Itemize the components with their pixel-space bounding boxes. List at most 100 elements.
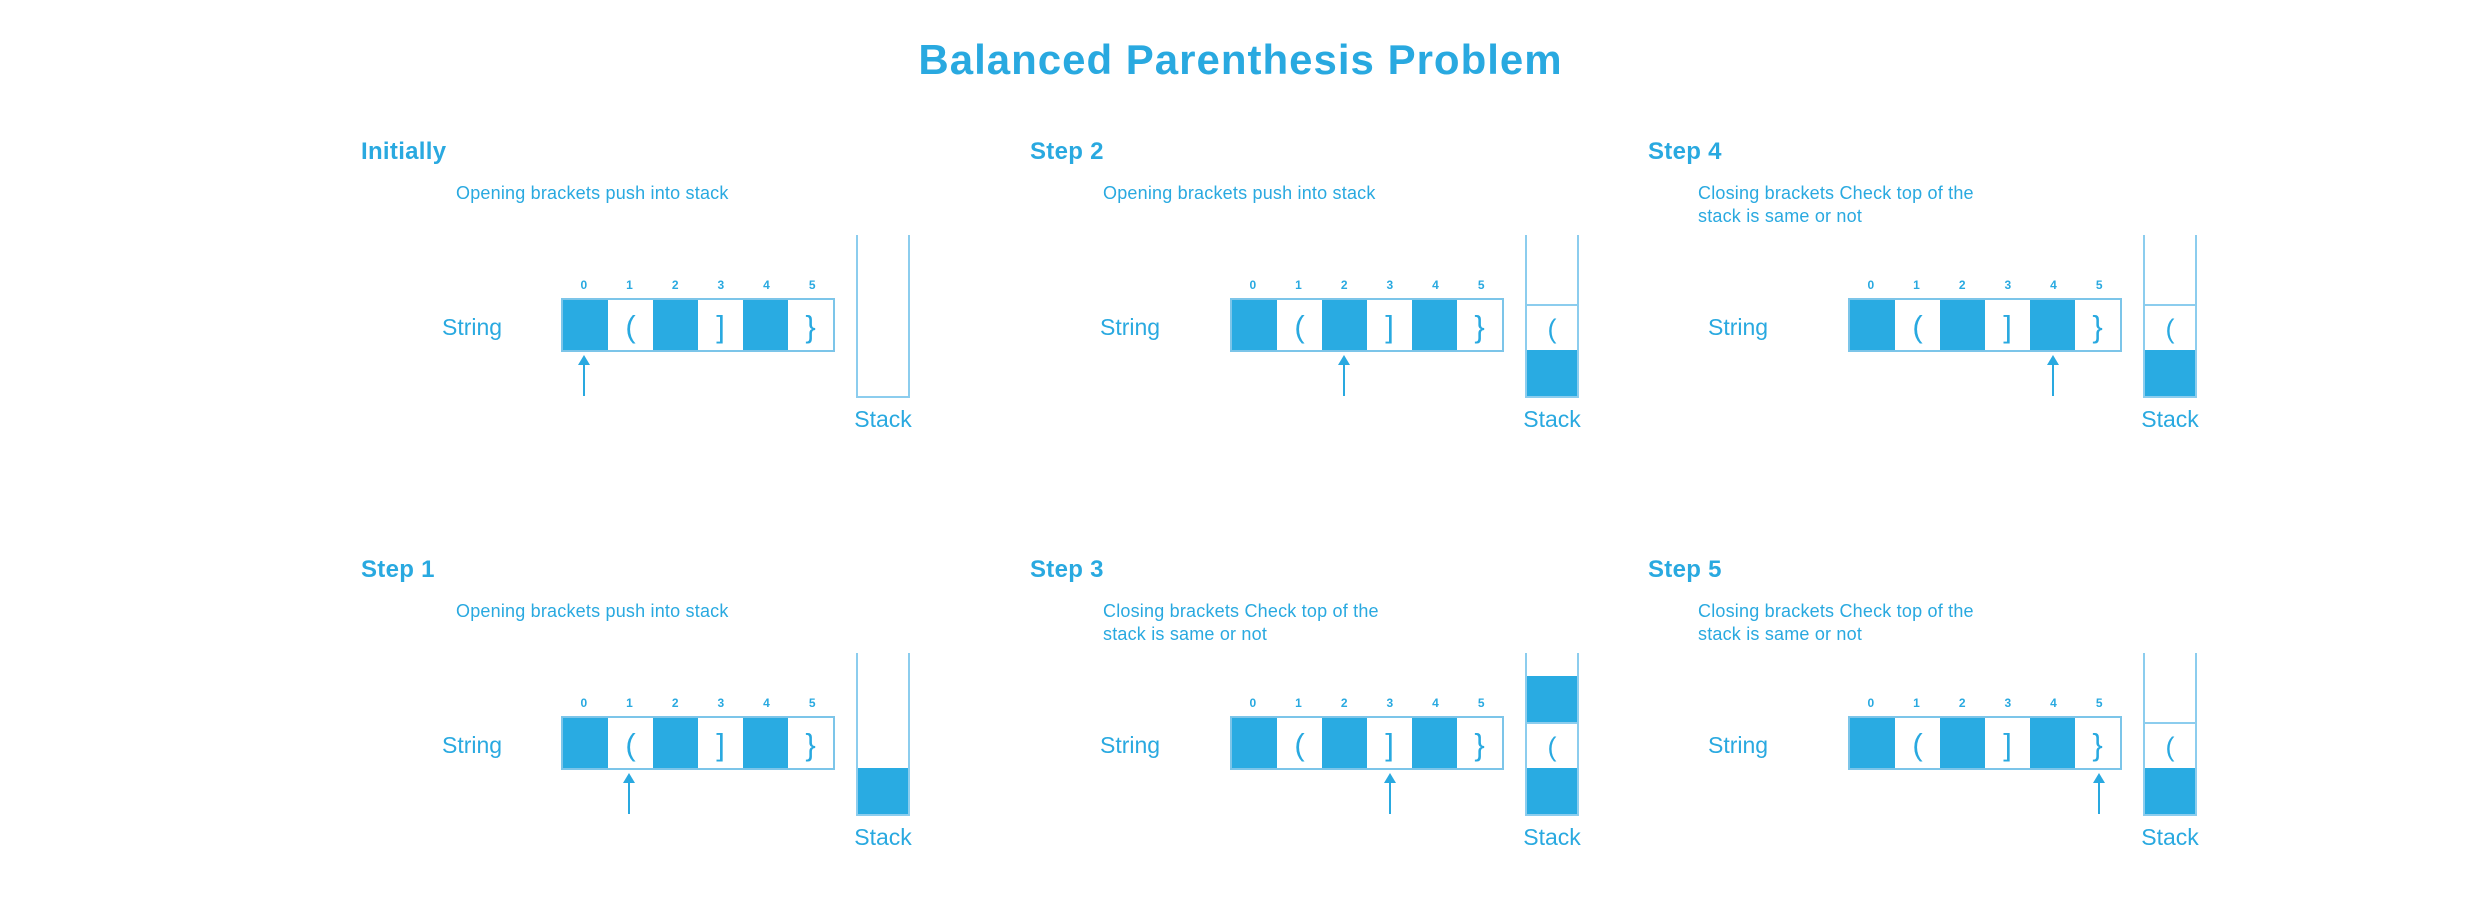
panel-heading: Step 4 <box>1648 138 1722 165</box>
string-cell: ] <box>1385 308 1394 344</box>
index-label: 5 <box>808 696 816 710</box>
pointer-arrow <box>2047 355 2059 396</box>
index-label: 2 <box>1340 278 1348 292</box>
stack-item: ( <box>1527 722 1577 768</box>
panel-step-2: Step 2 Opening brackets push into stack … <box>1030 138 1690 483</box>
stack-item-hidden <box>1527 676 1577 722</box>
index-label: 5 <box>2095 278 2103 292</box>
panel-heading: Step 2 <box>1030 138 1104 165</box>
string-label: String <box>1100 732 1161 758</box>
pointer-arrow <box>2093 773 2105 814</box>
string-cell: ( <box>625 726 636 762</box>
index-label: 4 <box>2050 278 2057 292</box>
string-cell: } <box>2092 308 2103 344</box>
index-label: 4 <box>1432 696 1439 710</box>
panel-step-4: Step 4 Closing brackets Check top of the… <box>1648 138 2308 483</box>
diagram-title: Balanced Parenthesis Problem <box>918 36 1563 83</box>
string-array-indices: 0 1 2 3 4 5 <box>1230 696 1504 710</box>
string-cell: } <box>1474 308 1485 344</box>
string-cell: ] <box>716 726 725 762</box>
stack-label: Stack <box>2141 406 2199 432</box>
string-cell-filled <box>1412 300 1457 350</box>
index-label: 5 <box>808 278 816 292</box>
panel-step-5: Step 5 Closing brackets Check top of the… <box>1648 556 2308 901</box>
panel-caption: Closing brackets Check top of the stack … <box>1698 183 1974 226</box>
pointer-arrow <box>1384 773 1396 814</box>
index-label: 1 <box>1295 278 1302 292</box>
stack-item-hidden <box>2145 768 2195 814</box>
string-cell-filled <box>1232 300 1277 350</box>
panel-caption: Opening brackets push into stack <box>456 183 729 203</box>
index-label: 4 <box>2050 696 2057 710</box>
string-cell-filled <box>653 718 698 768</box>
string-label: String <box>1100 314 1161 340</box>
index-label: 3 <box>717 278 725 292</box>
panel-caption: Opening brackets push into stack <box>1103 183 1376 203</box>
pointer-arrow <box>578 355 590 396</box>
stack-label: Stack <box>854 406 912 432</box>
string-cell-filled <box>1412 718 1457 768</box>
string-cell-filled <box>2030 300 2075 350</box>
string-cell: ] <box>2003 308 2012 344</box>
string-cell-filled <box>1322 300 1367 350</box>
index-label: 1 <box>626 278 633 292</box>
stack-item-hidden <box>1527 350 1577 396</box>
index-label: 1 <box>1295 696 1302 710</box>
panel-heading: Step 1 <box>361 556 435 583</box>
index-label: 4 <box>763 696 770 710</box>
stack-item-hidden <box>2145 350 2195 396</box>
panel-heading: Step 5 <box>1648 556 1722 583</box>
stack-container: ( <box>1525 653 1579 816</box>
string-label: String <box>1708 314 1769 340</box>
string-cell-filled <box>1940 718 1985 768</box>
string-array: ( ] } <box>1848 716 2122 770</box>
index-label: 4 <box>763 278 770 292</box>
string-array-indices: 0 1 2 3 4 5 <box>561 278 835 292</box>
stack-label: Stack <box>2141 824 2199 850</box>
string-cell: } <box>805 726 816 762</box>
index-label: 3 <box>2004 696 2012 710</box>
string-array: ( ] } <box>1848 298 2122 352</box>
index-label: 3 <box>717 696 725 710</box>
stack-label: Stack <box>854 824 912 850</box>
index-label: 0 <box>1867 278 1875 292</box>
string-array: ( ] } <box>1230 716 1504 770</box>
stack-container: ( <box>2143 653 2197 816</box>
stack-item: ( <box>2145 722 2195 768</box>
string-array: ( ] } <box>561 298 835 352</box>
index-label: 2 <box>1958 696 1966 710</box>
panel-caption: Closing brackets Check top of the stack … <box>1698 601 1974 644</box>
pointer-arrow <box>1338 355 1350 396</box>
string-cell-filled <box>1940 300 1985 350</box>
index-label: 0 <box>1249 278 1257 292</box>
string-cell-filled <box>1232 718 1277 768</box>
panel-step-3: Step 3 Closing brackets Check top of the… <box>1030 556 1690 901</box>
string-array: ( ] } <box>1230 298 1504 352</box>
stack-item-hidden <box>1527 768 1577 814</box>
string-cell: } <box>1474 726 1485 762</box>
panel-initially: Initially Opening brackets push into sta… <box>361 138 1021 483</box>
string-cell: ] <box>2003 726 2012 762</box>
string-cell-filled <box>2030 718 2075 768</box>
index-label: 3 <box>1386 696 1394 710</box>
index-label: 0 <box>580 278 588 292</box>
index-label: 0 <box>1867 696 1875 710</box>
stack-container <box>856 653 910 816</box>
stack-container <box>856 235 910 398</box>
stack-container: ( <box>1525 235 1579 398</box>
index-label: 1 <box>1913 278 1920 292</box>
string-cell: ( <box>1912 726 1923 762</box>
string-label: String <box>442 732 503 758</box>
index-label: 2 <box>671 278 679 292</box>
stack-item: ( <box>2145 304 2195 350</box>
string-cell: ( <box>1294 308 1305 344</box>
string-cell: } <box>805 308 816 344</box>
string-cell-filled <box>1850 718 1895 768</box>
panel-caption: Closing brackets Check top of the stack … <box>1103 601 1379 644</box>
string-array-indices: 0 1 2 3 4 5 <box>1848 696 2122 710</box>
string-label: String <box>1708 732 1769 758</box>
stack-item: ( <box>1527 304 1577 350</box>
index-label: 5 <box>1477 278 1485 292</box>
string-cell-filled <box>743 300 788 350</box>
